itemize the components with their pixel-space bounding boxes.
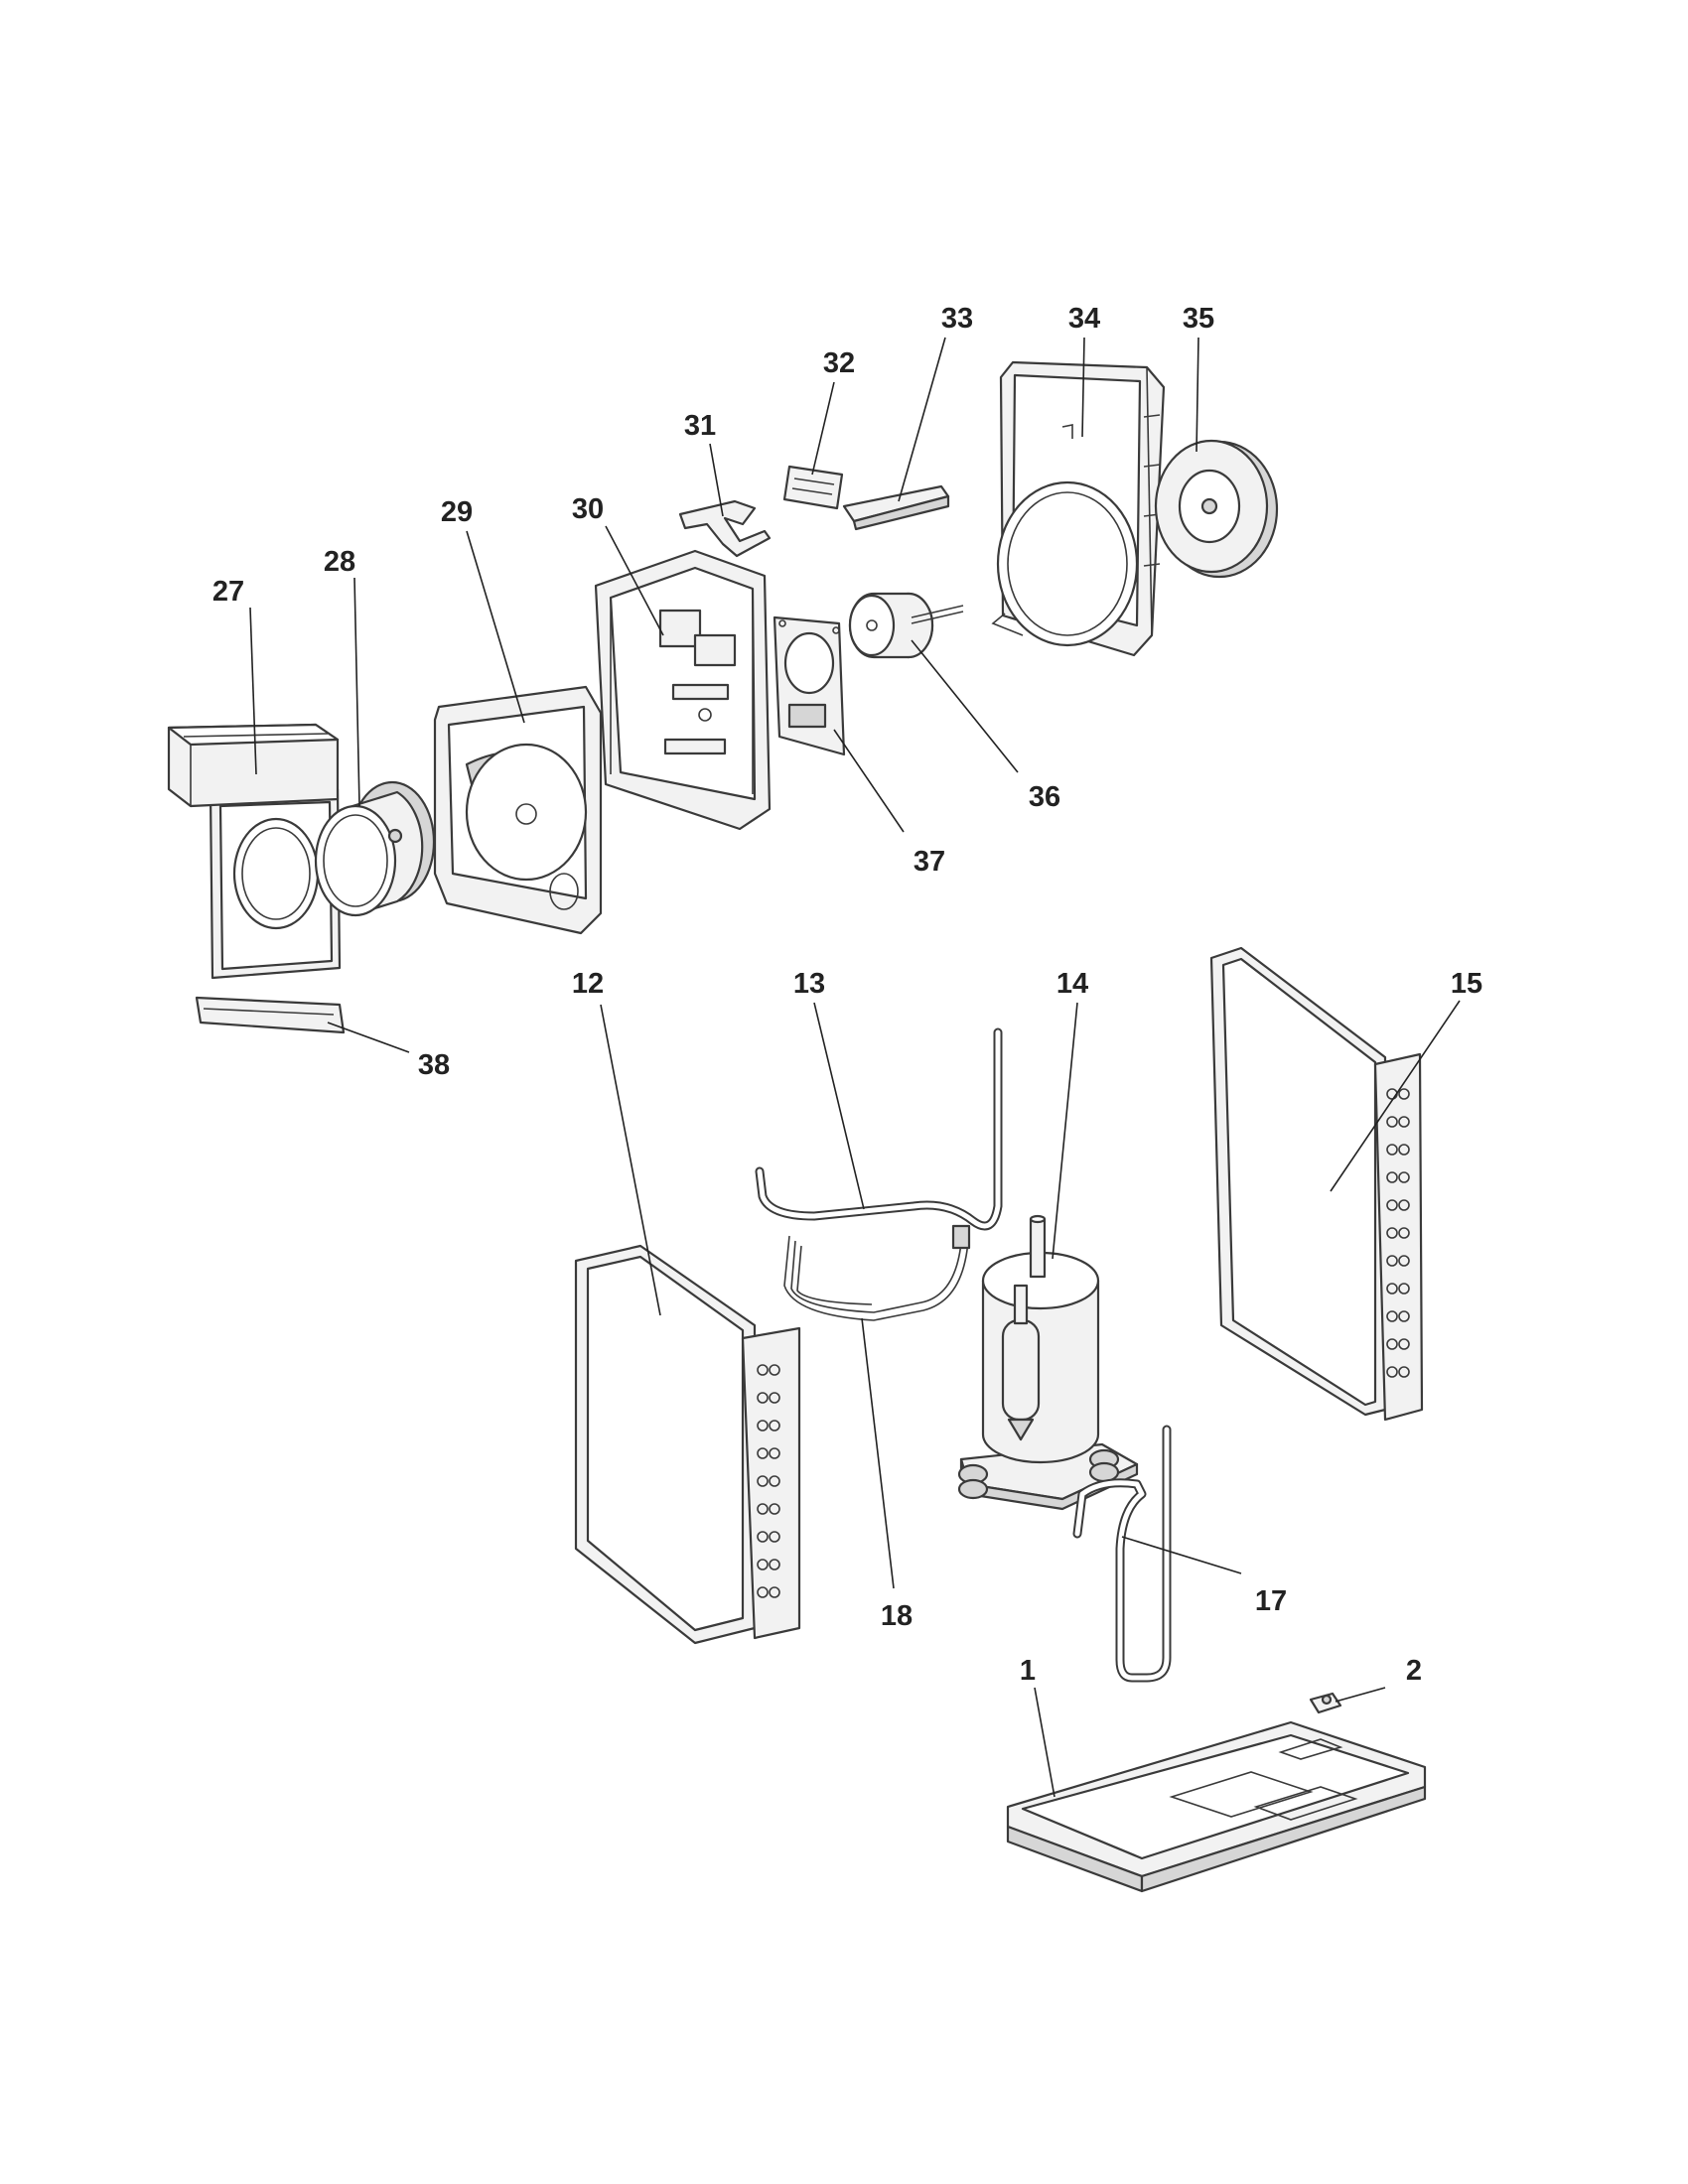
part-1-base-pan (1006, 1720, 1427, 1893)
callout-31: 31 (684, 410, 716, 442)
callout-36: 36 (1029, 781, 1060, 813)
part-17-discharge-tube (1072, 1425, 1172, 1683)
callout-37: 37 (914, 846, 945, 878)
part-38-drain-tray (195, 996, 346, 1034)
leader-lines (249, 337, 1461, 1798)
part-37-motor-bracket (773, 615, 846, 756)
accumulator (1001, 1284, 1041, 1441)
part-27-discharge-duct (167, 723, 342, 980)
callout-labels: 27 28 29 30 31 32 33 34 35 36 37 38 12 1… (212, 303, 1482, 1687)
callout-13: 13 (793, 968, 825, 1000)
part-29-blower-housing (433, 685, 603, 935)
callout-12: 12 (572, 968, 604, 1000)
callout-15: 15 (1451, 968, 1482, 1000)
part-36-fan-motor (848, 592, 964, 659)
callout-18: 18 (881, 1600, 913, 1632)
callout-33: 33 (941, 303, 973, 335)
part-31-bracket (678, 499, 772, 558)
part-34-condenser-shroud (991, 360, 1166, 657)
part-28-blower-wheel (314, 780, 436, 917)
part-13-suction-tube (755, 1027, 1003, 1231)
callout-34: 34 (1068, 303, 1100, 335)
callout-27: 27 (212, 576, 244, 608)
part-32-plate (782, 465, 844, 510)
part-33-support-bar (842, 484, 950, 531)
part-30-partition-panel (594, 549, 772, 831)
callout-32: 32 (823, 347, 855, 379)
part-12-evaporator-coil (574, 1244, 801, 1645)
callout-35: 35 (1183, 303, 1214, 335)
compressor-feet (957, 1448, 1120, 1500)
coil-12-return-bends (757, 1364, 780, 1598)
part-14-compressor (957, 1214, 1139, 1511)
callout-2: 2 (1406, 1655, 1422, 1687)
part-2-clip (1309, 1692, 1342, 1714)
callout-1: 1 (1020, 1655, 1036, 1687)
callout-30: 30 (572, 493, 604, 525)
part-15-condenser-coil (1209, 946, 1424, 1422)
callout-17: 17 (1255, 1585, 1287, 1617)
callout-14: 14 (1056, 968, 1088, 1000)
callout-38: 38 (418, 1049, 450, 1081)
part-18-wire-harness (783, 1224, 971, 1321)
callout-28: 28 (324, 546, 355, 578)
callout-29: 29 (441, 496, 473, 528)
coil-15-return-bends (1386, 1088, 1410, 1378)
part-35-condenser-fan (1154, 439, 1279, 579)
